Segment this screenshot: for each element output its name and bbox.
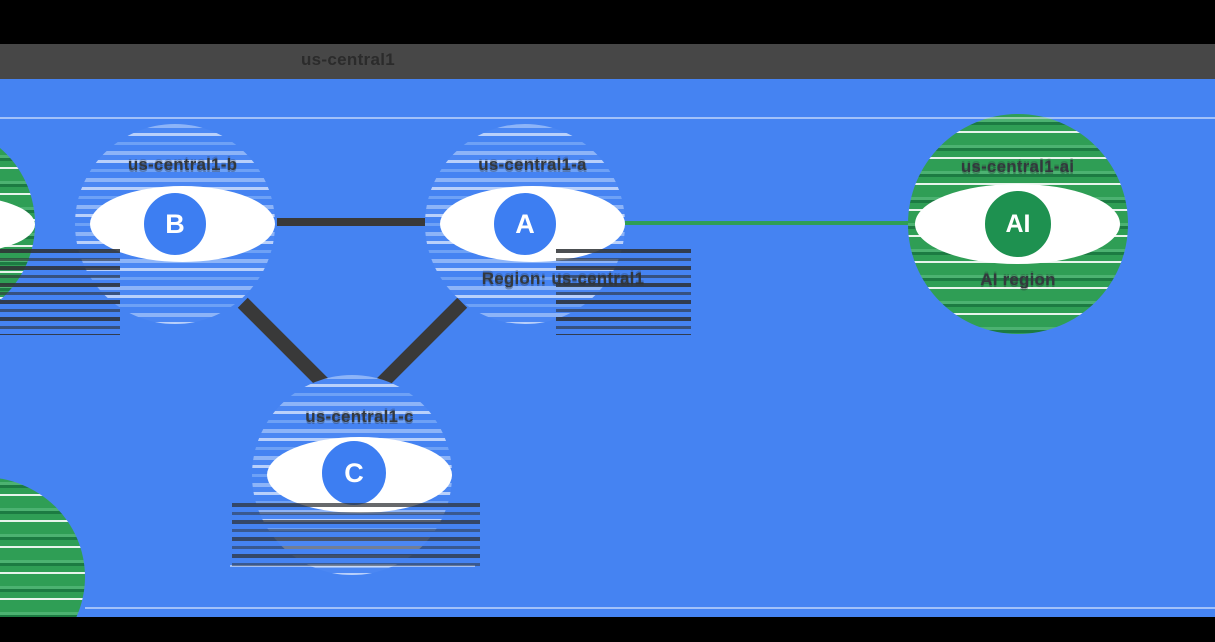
link-a-ai [625,221,918,225]
zone-ai-sublabel: AI region [980,270,1056,289]
artifact-smear [556,249,691,335]
zone-ai-circle: AI [982,188,1054,260]
zone-a-label: us-central1-a [478,155,587,174]
zone-c-circle: C [319,438,389,508]
artifact-line [85,607,1215,609]
clipped-zone-area-bottom-left [0,477,85,617]
region-box: us-central1-b B us-central1-a A Region: … [0,79,1215,617]
artifact-line [0,117,1215,119]
zone-ai-label: us-central1-ai [960,157,1075,176]
artifact-smear [0,249,120,335]
region-title: us-central1 [300,50,395,69]
title-band [0,44,1215,79]
artifact-smear [232,503,480,567]
zone-b-circle: B [141,190,209,258]
zone-c-label: us-central1-c [305,407,414,426]
link-b-a [277,218,425,226]
zone-b-label: us-central1-b [127,155,238,174]
zone-a-circle: A [491,190,559,258]
